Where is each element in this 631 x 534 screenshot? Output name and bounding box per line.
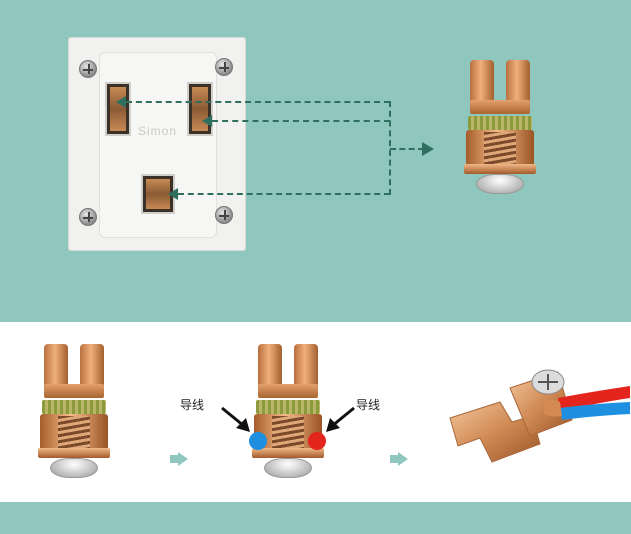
blue-wire-dot	[249, 432, 267, 450]
connector-line-out	[390, 148, 424, 150]
socket-terminal-slot-right	[187, 82, 213, 136]
step-arrow-icon	[170, 455, 178, 463]
arrowhead-icon	[202, 115, 212, 127]
corner-screw-icon	[79, 208, 97, 226]
step-arrow-icon	[390, 455, 398, 463]
pointer-arrow-icon	[326, 406, 355, 432]
pointer-arrow-icon	[221, 406, 250, 432]
footer-background	[0, 502, 631, 534]
socket-brand-mark: Simon	[138, 124, 178, 138]
connector-line-top	[126, 101, 390, 103]
connector-line-middle	[212, 120, 390, 122]
wired-terminal-image	[449, 369, 630, 463]
step-arrow-icon	[398, 452, 408, 466]
corner-screw-icon	[215, 58, 233, 76]
arrowhead-icon	[168, 188, 178, 200]
wall-socket-back	[68, 37, 246, 251]
corner-screw-icon	[79, 60, 97, 78]
arrowhead-icon	[422, 142, 434, 156]
arrowhead-icon	[116, 96, 126, 108]
socket-terminal-slot-left	[105, 82, 131, 136]
red-wire-dot	[308, 432, 326, 450]
corner-screw-icon	[215, 206, 233, 224]
step-arrow-icon	[178, 452, 188, 466]
connector-line-bottom	[178, 193, 390, 195]
wire-label-right: 导线	[356, 398, 381, 412]
wire-label-left: 导线	[180, 398, 205, 412]
